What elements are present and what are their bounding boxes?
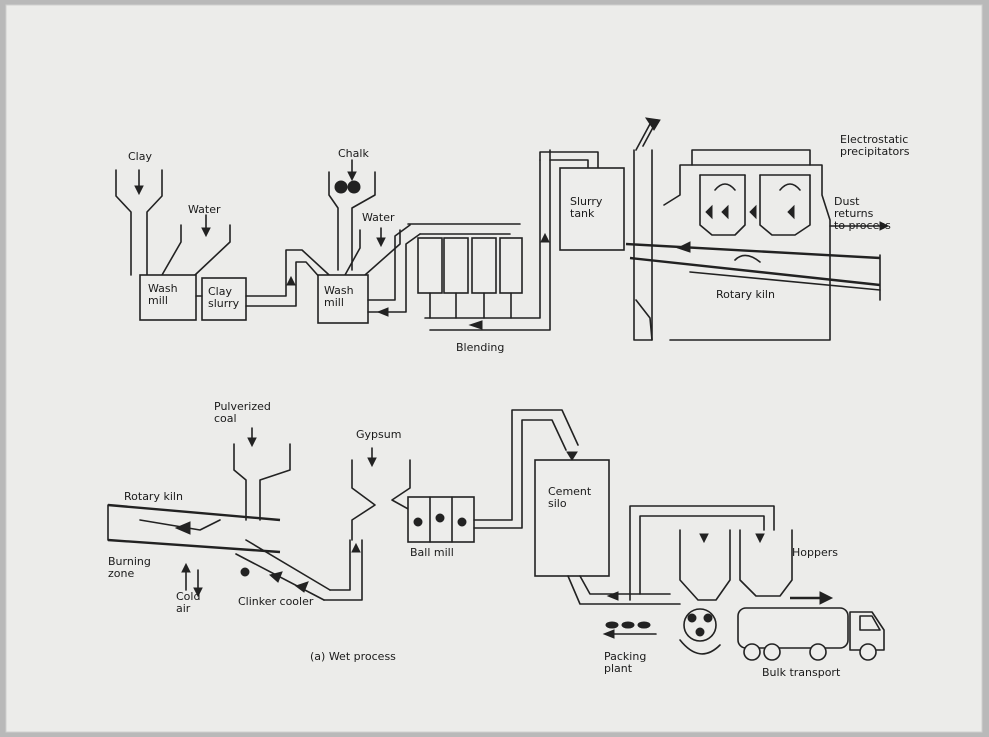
label-rotary-kiln-bottom: Rotary kiln	[124, 490, 183, 503]
label-blending: Blending	[456, 341, 504, 354]
caption: (a) Wet process	[310, 650, 396, 663]
label-gypsum: Gypsum	[356, 428, 401, 441]
label-chalk: Chalk	[338, 147, 369, 160]
cement-silo	[535, 460, 609, 576]
label-rotary-kiln-top: Rotary kiln	[716, 288, 775, 301]
label-clinker-cooler: Clinker cooler	[238, 595, 314, 608]
ball-mill	[408, 497, 474, 542]
label-clay: Clay	[128, 150, 152, 163]
label-water-1: Water	[188, 203, 221, 216]
label-hoppers: Hoppers	[792, 546, 838, 559]
label-bulk-transport: Bulk transport	[762, 666, 841, 679]
label-ball-mill: Ball mill	[410, 546, 454, 559]
label-water-2: Water	[362, 211, 395, 224]
